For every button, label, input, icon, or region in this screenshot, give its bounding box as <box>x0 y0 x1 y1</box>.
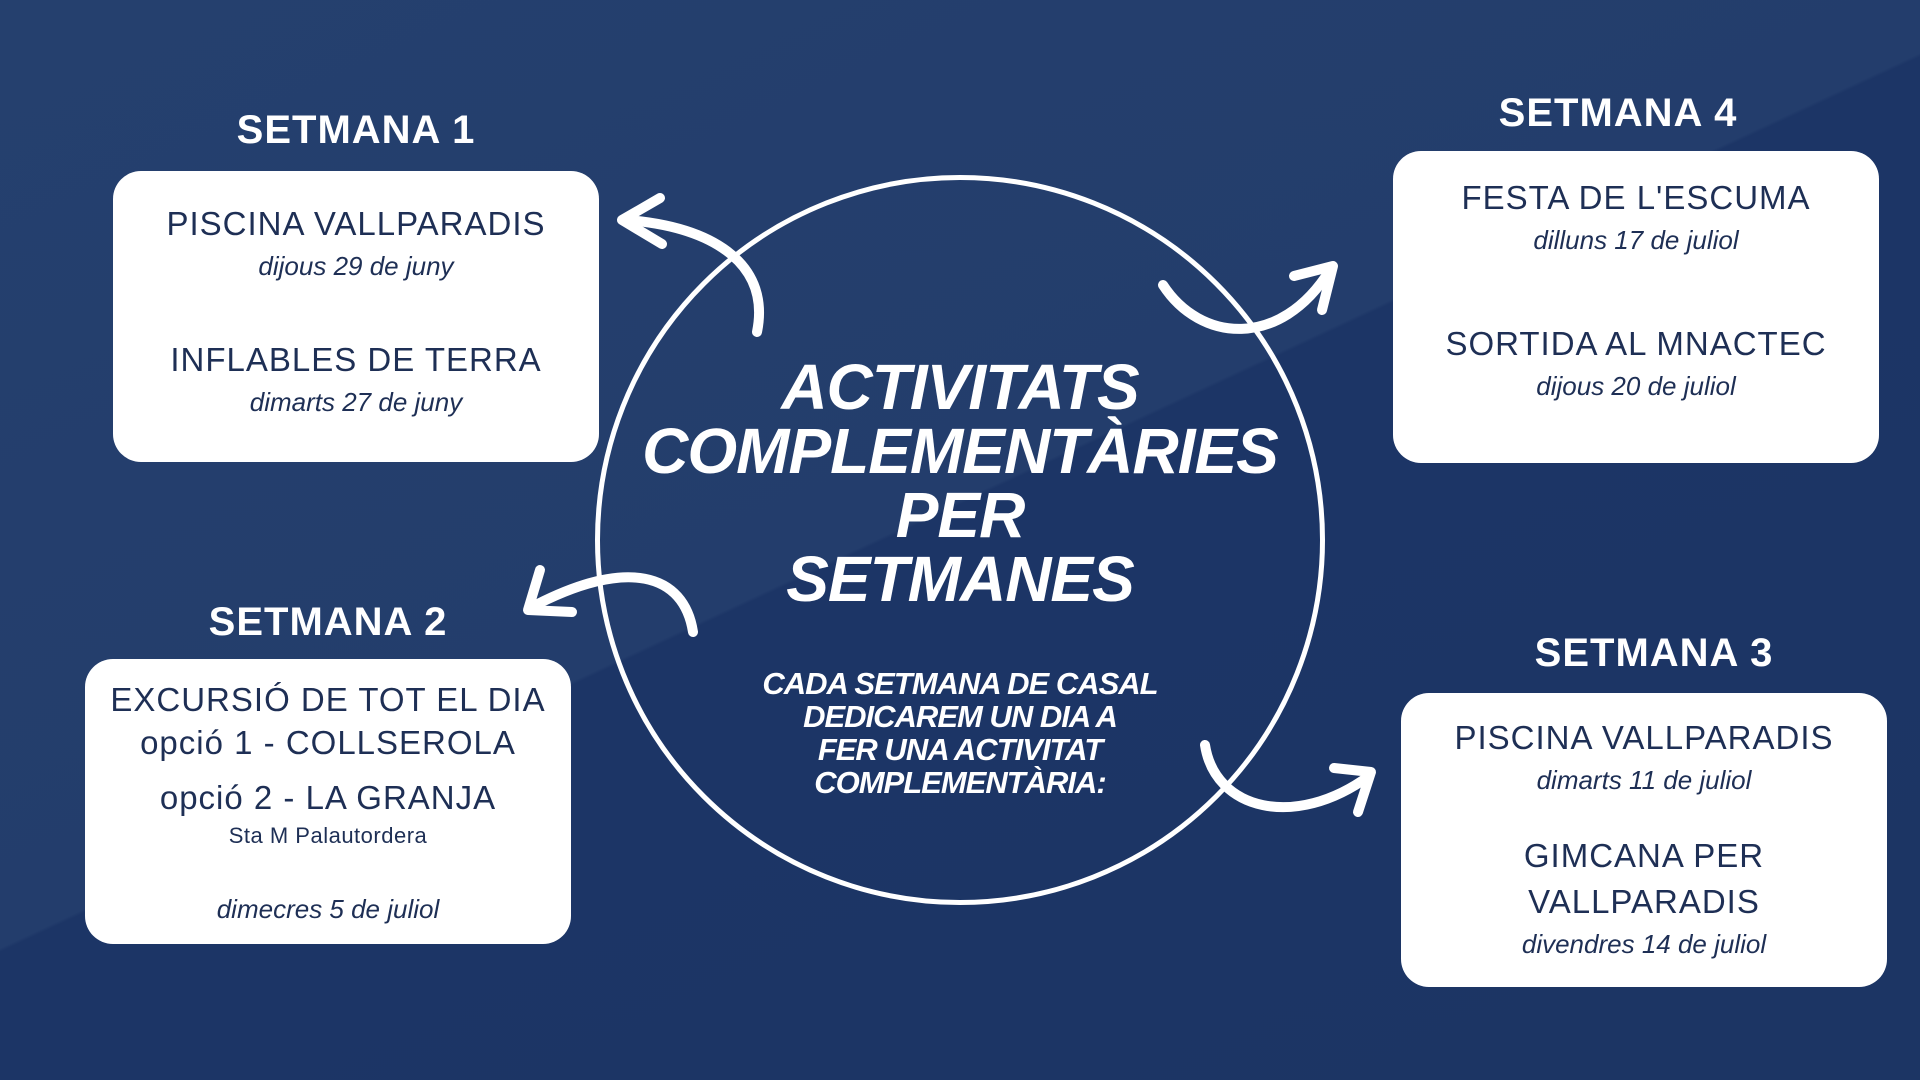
week2-card: EXCURSIÓ DE TOT EL DIA opció 1 - COLLSER… <box>85 659 571 944</box>
week4-card: FESTA DE L'ESCUMA dilluns 17 de juliol S… <box>1393 151 1879 463</box>
week1-activity-1: PISCINA VALLPARADIS <box>166 205 546 242</box>
curved-arrow-icon <box>1158 261 1338 334</box>
week2-title: SETMANA 2 <box>208 600 448 644</box>
subtitle-line-4: COMPLEMENTÀRIA: <box>814 765 1107 800</box>
week3-activity-2-line-2: VALLPARADIS <box>1528 883 1760 920</box>
week3-date-2: divendres 14 de juliol <box>1521 929 1767 959</box>
week3-title: SETMANA 3 <box>1534 631 1774 675</box>
week2-option-1: opció 1 - COLLSEROLA <box>140 724 516 761</box>
week1-activity-2: INFLABLES DE TERRA <box>170 341 542 378</box>
curved-arrow-icon <box>1200 740 1376 817</box>
subtitle-line-2: DEDICAREM UN DIA A <box>803 699 1118 734</box>
week2-activity: EXCURSIÓ DE TOT EL DIA <box>110 681 546 718</box>
week3-date-1: dimarts 11 de juliol <box>1536 765 1752 795</box>
main-title-line-2: COMPLEMENTÀRIES <box>642 415 1279 487</box>
week1-title: SETMANA 1 <box>236 108 476 152</box>
week3-activity-1: PISCINA VALLPARADIS <box>1454 719 1834 756</box>
week4-date-1: dilluns 17 de juliol <box>1533 225 1739 255</box>
week2-option-2: opció 2 - LA GRANJA <box>159 779 497 816</box>
curved-arrow-icon <box>523 565 698 637</box>
week1-date-2: dimarts 27 de juny <box>249 387 463 417</box>
week3-card: PISCINA VALLPARADIS dimarts 11 de juliol… <box>1401 693 1887 987</box>
week1-card: PISCINA VALLPARADIS dijous 29 de juny IN… <box>113 171 599 462</box>
week4-activity-1: FESTA DE L'ESCUMA <box>1461 179 1811 216</box>
main-title-line-1: ACTIVITATS <box>781 351 1139 423</box>
week4-activity-2: SORTIDA AL MNACTEC <box>1445 325 1827 362</box>
center-circle <box>595 175 1325 905</box>
week2-date: dimecres 5 de juliol <box>216 894 440 924</box>
week2-location: Sta M Palautordera <box>228 823 428 848</box>
week3-activity-2-line-1: GIMCANA PER <box>1523 837 1765 874</box>
subtitle-line-1: CADA SETMANA DE CASAL <box>762 666 1158 701</box>
main-title-line-3: PER <box>895 479 1026 551</box>
curved-arrow-icon <box>617 193 764 337</box>
week4-date-2: dijous 20 de juliol <box>1536 371 1736 401</box>
week1-date-1: dijous 29 de juny <box>258 251 454 281</box>
main-title-line-4: SETMANES <box>786 543 1135 615</box>
week4-title: SETMANA 4 <box>1498 91 1738 135</box>
subtitle-line-3: FER UNA ACTIVITAT <box>817 732 1103 767</box>
